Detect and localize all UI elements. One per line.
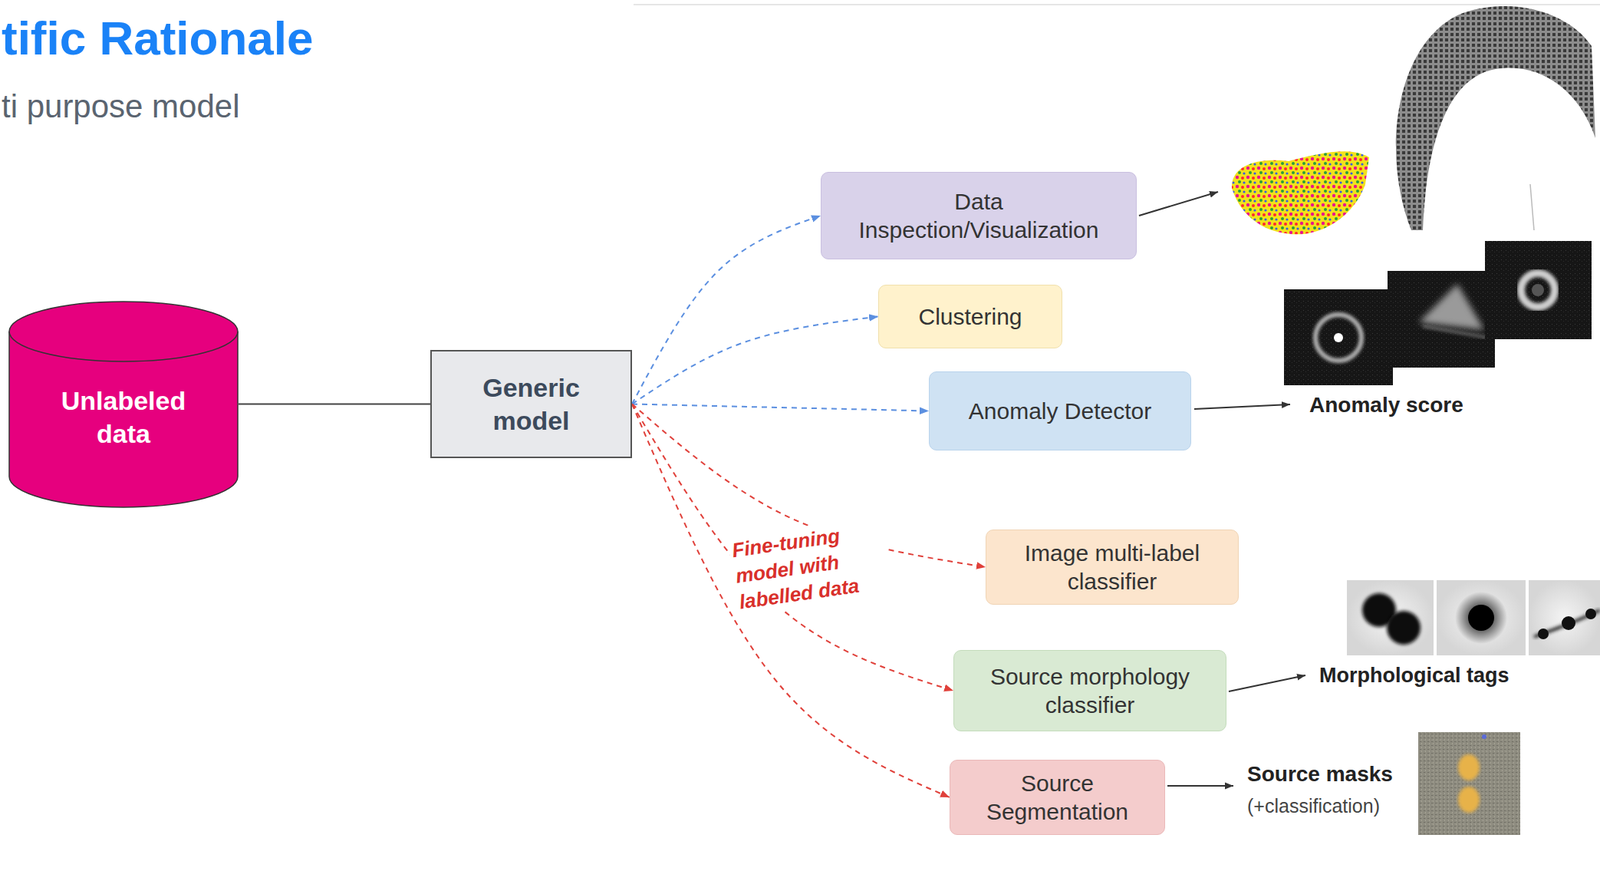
connector (238, 403, 431, 405)
connector (632, 404, 950, 798)
node-text: Generic model (454, 371, 609, 437)
morphology-images (1346, 579, 1600, 656)
node-text: Anomaly Detector (968, 396, 1152, 426)
task-box: Source Segmentation (949, 759, 1166, 835)
panel-edge (633, 3, 1600, 6)
anomaly-images (1283, 240, 1592, 386)
model-box: Generic model (430, 349, 633, 458)
node-text: Unlabeled data (46, 384, 201, 450)
embedding-blob (1231, 151, 1370, 234)
node-text: Source morphology classifier (964, 661, 1215, 720)
data-store-cylinder: Unlabeled data (8, 300, 239, 507)
node-text: Data Inspection/Visualization (832, 187, 1126, 245)
axis-line (1530, 184, 1535, 231)
slide-title: tific Rationale (1, 10, 314, 66)
task-box: Data Inspection/Visualization (820, 171, 1137, 260)
segmentation-image (1418, 731, 1521, 835)
output-note: (+classification) (1247, 793, 1380, 819)
task-box: Image multi-label classifier (985, 529, 1239, 605)
connector (632, 404, 954, 692)
subtitle: ti purpose model (1, 85, 241, 129)
connector (632, 215, 821, 405)
node-text: Source Segmentation (961, 768, 1154, 827)
point-cloud (1395, 6, 1596, 231)
edge-group-note: Fine-tuning model with labelled data (727, 515, 893, 618)
task-box: Clustering (878, 284, 1063, 349)
connector (632, 404, 929, 412)
task-box: Anomaly Detector (928, 371, 1192, 451)
output-label: Anomaly score (1309, 391, 1464, 419)
output-label: Morphological tags (1319, 661, 1510, 689)
connector (632, 316, 879, 405)
task-box: Source morphology classifier (953, 649, 1227, 731)
node-text: Clustering (918, 302, 1022, 332)
output-label: Source masks (1247, 760, 1393, 788)
node-text: Image multi-label classifier (997, 538, 1228, 596)
